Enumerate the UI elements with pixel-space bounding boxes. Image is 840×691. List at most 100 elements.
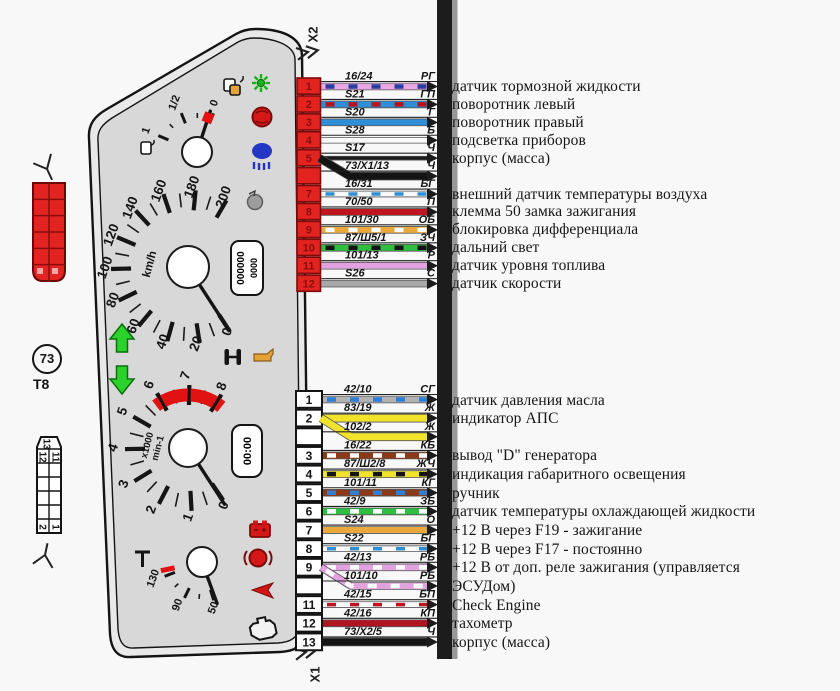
wire-arrow-icon [427,242,438,254]
pin-number: 9 [306,225,312,237]
gauge-tick [132,414,152,429]
gauge-minor-tick [149,202,159,216]
pin-number: 2 [306,411,313,425]
pin-number: 1 [306,81,312,93]
wire-arrow-icon [427,412,438,424]
gauge-tick [165,321,175,342]
low-fuel-flag [201,111,215,125]
gauge-hub [168,428,208,468]
gauge-tick [116,235,137,247]
odometer-value: 000000 [236,251,247,285]
gauge-tick [136,309,154,328]
pin-box [296,113,322,131]
gauge-tick [214,199,229,219]
pin-box [296,202,322,221]
wire-color-code: РГ [421,71,436,83]
gauge-hub [181,136,213,168]
gauge-minor-tick [129,432,144,438]
wire-arrow-icon [427,260,438,272]
wire-arrow-icon [427,468,438,480]
oil-can-icon [253,347,274,362]
rear-fog-lamp-icon [251,106,273,128]
wire-color-code: ОБ [419,214,436,226]
gauge-scale-label: 100 [94,254,116,280]
rear-view-pin-number: 2 [37,524,48,530]
gauge-minor-tick [174,583,179,588]
wire-arrow-icon [427,116,438,128]
wire-color-code: КГ [421,477,436,489]
gauge-minor-tick [129,303,142,314]
rear-view-pin-number: 12 [37,451,48,463]
wire-arrow-icon [427,617,438,629]
wire-number: 70/50 [345,196,373,208]
pin-number: 5 [306,486,313,500]
pin-number: 4 [306,467,313,481]
wire-number: 42/10 [343,384,372,396]
wire-number: S26 [345,268,365,280]
wire-number: S28 [345,124,365,136]
pin-box [295,390,323,409]
pin-description: ручник [452,484,500,502]
wire-color-code: СГ [420,384,436,396]
low-fuel-pump-icon [223,75,244,96]
gauge-minor-tick [126,223,140,234]
red-zone-separator [156,394,168,410]
wire-color-code: Г [428,106,436,118]
gauge-tick [194,323,202,344]
pin-description: тахометр [452,615,513,633]
wire-arrow-icon [427,599,438,611]
left-turn-arrow-icon [108,322,136,353]
wire-arrow-icon [427,543,438,555]
red-zone-separator [210,395,222,411]
gauge-tick [183,587,191,599]
clock-window: 00:00 [231,424,263,478]
pin-description: клемма 50 замка зажигания [452,203,637,221]
pin-box [295,520,323,540]
gauge-scale-label: 40 [153,332,172,351]
gauge-minor-tick [145,404,157,416]
gauge-scale-label: 130 [145,568,163,589]
pin-description: Check Engine [452,596,541,614]
check-arrow-icon [250,582,275,599]
wire [317,155,427,180]
wire-number: 42/16 [343,607,372,619]
gauge-minor-tick [152,319,161,333]
pin-description: датчик тормозной жидкости [452,78,641,95]
trip-value: 0000 [249,258,259,278]
wire-color-code: БГ [420,533,436,545]
pin-box [296,166,322,185]
wire-arrow-icon [427,170,438,182]
temp-red-mark [160,565,176,574]
wire-color-code: РБ [420,551,435,563]
wire-arrow-icon [427,206,438,218]
wire-arrow-icon [427,224,438,236]
coolant-temp-icon [135,550,150,567]
wire-arrow-icon [427,134,438,146]
pin-box [296,95,322,113]
wire-arrow-icon [427,487,438,499]
gauge-minor-tick [205,196,212,211]
wire-number: 73/X2/5 [344,626,383,638]
svg-text:11: 11 [50,452,61,463]
wire-arrow-icon [427,188,438,200]
wire-arrow-icon [427,394,438,405]
gauge-tick [191,190,198,211]
wire-arrow-icon [427,278,438,290]
wire-number: 16/24 [345,71,373,83]
gauge-scale-label: 0 [208,98,221,108]
pin-box [295,464,323,484]
gauge-scale-label: 1 [140,126,153,136]
pin-description: корпус (масса) [452,633,551,651]
pin-number: 4 [306,135,313,147]
pin-box [296,184,322,203]
pin-box [296,238,322,257]
pin-number: 11 [303,598,316,612]
